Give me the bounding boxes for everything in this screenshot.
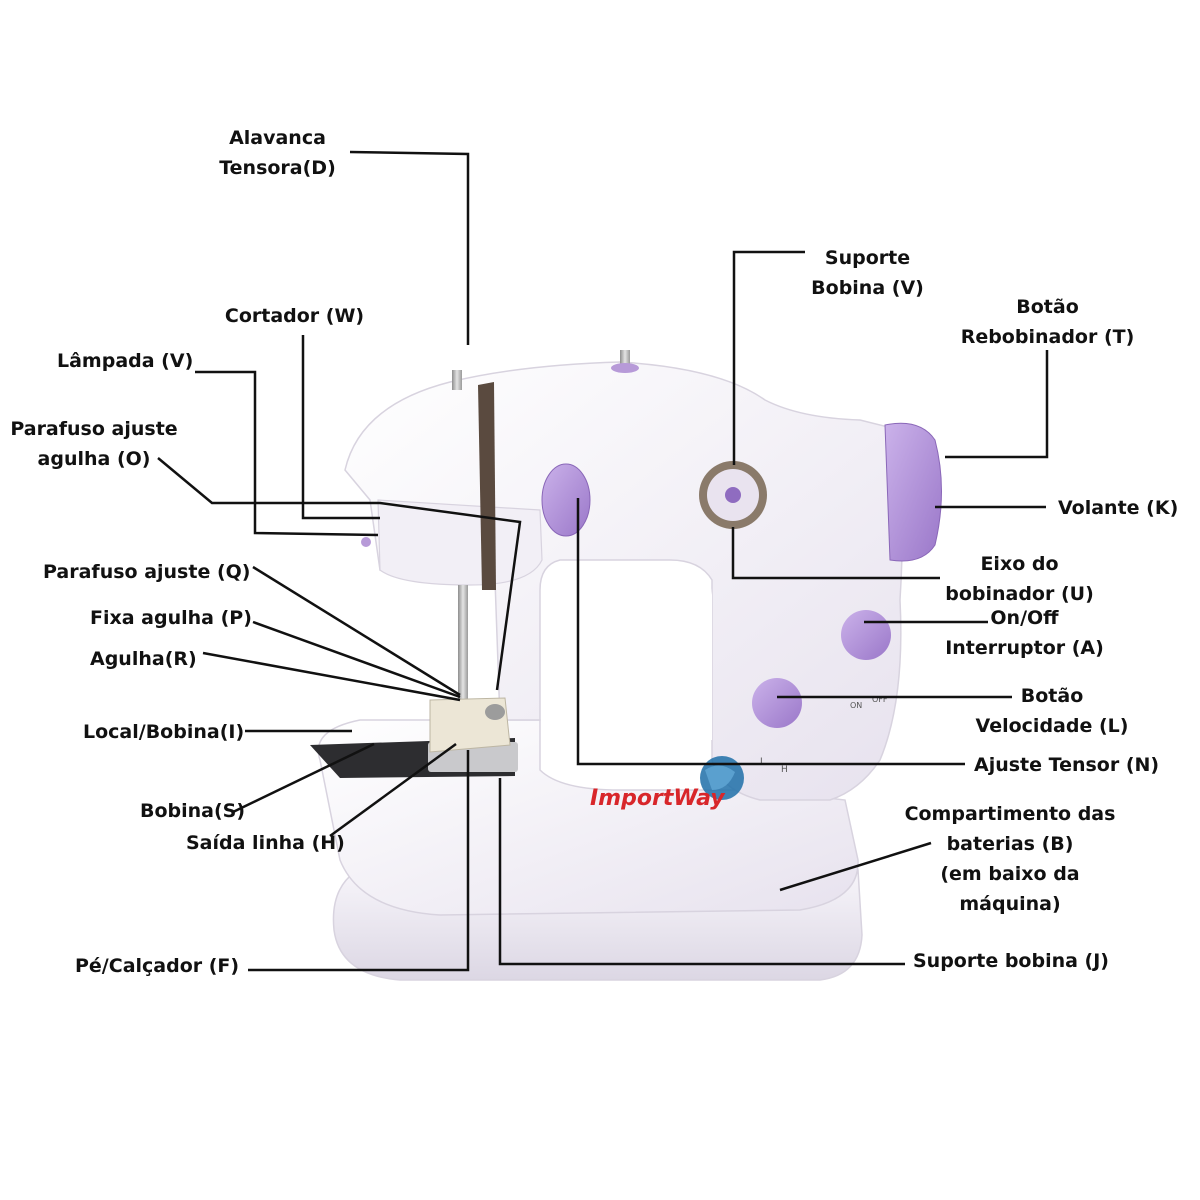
switch-mark-off: OFF [872,695,888,704]
callout-lines [157,150,1049,972]
lamp-marker [361,537,371,547]
label-local-bobina-line1: Local/Bobina(I) [83,721,245,743]
label-fixa-agulha-line1: Fixa agulha (P) [90,607,252,629]
label-bobina-s-line1: Bobina(S) [140,800,246,822]
line-bobina-s [232,742,375,814]
label-parafuso-ajuste-agulha: Parafuso ajuste agulha (O) [4,414,184,474]
line-botao-rebobinador [945,350,1049,459]
label-botao-rebobinador: Botão Rebobinador (T) [955,292,1140,352]
label-compartimento-baterias: Compartimento das baterias (B) (em baixo… [900,799,1120,919]
label-agulha-line1: Agulha(R) [90,648,197,670]
label-botao-velocidade-line2: Velocidade (L) [975,715,1129,737]
label-compartimento-line1: Compartimento das [904,803,1116,825]
label-pe-calcador-line1: Pé/Calçador (F) [75,955,240,977]
label-onoff-interruptor: On/Off Interruptor (A) [942,603,1107,663]
label-suporte-bobina-v: Suporte Bobina (V) [800,243,935,303]
tension-lever [478,382,496,590]
tension-pin [452,370,462,390]
label-lampada-line1: Lâmpada (V) [57,350,194,372]
label-eixo-bobinador-line2: bobinador (U) [945,583,1094,605]
label-eixo-bobinador-line1: Eixo do [980,553,1059,575]
line-alavanca [349,150,470,345]
machine-head-front [377,499,543,586]
label-volante-line1: Volante (K) [1058,497,1179,519]
line-eixo-bobinador [731,527,940,580]
label-eixo-bobinador: Eixo do bobinador (U) [942,549,1097,609]
label-parafuso-ajuste-q: Parafuso ajuste (Q) [43,557,250,587]
label-botao-rebobinador-line2: Rebobinador (T) [960,326,1135,348]
label-botao-velocidade: Botão Velocidade (L) [972,681,1132,741]
label-cortador-line1: Cortador (W) [224,305,365,327]
brand-logo-text: ImportWay [590,786,726,811]
label-suporte-bobina-j-line1: Suporte bobina (J) [913,950,1109,972]
label-ajuste-tensor: Ajuste Tensor (N) [974,750,1159,780]
label-parafuso-agulha-line1: Parafuso ajuste [10,418,178,440]
label-alavanca-line2: Tensora(D) [219,157,336,179]
brand-globe-land [705,765,735,790]
label-alavanca-tensora: Alavanca Tensora(D) [215,123,340,183]
switch-mark-high: H [781,765,788,775]
label-suporte-bobina-j: Suporte bobina (J) [913,946,1109,976]
line-suporte-bobina-v [732,250,805,465]
line-parafuso-agulha [157,457,522,691]
label-alavanca-line1: Alavanca [229,127,326,149]
line-lampada [195,370,379,537]
line-ajuste-tensor [576,498,965,766]
label-agulha: Agulha(R) [90,644,197,674]
label-suporte-bobina-v-line2: Bobina (V) [811,277,924,299]
label-local-bobina: Local/Bobina(I) [83,717,244,747]
label-botao-velocidade-line1: Botão [1020,685,1084,707]
bobbin-winder-hub [725,487,741,503]
label-botao-rebobinador-line1: Botão [1016,296,1079,318]
needle-bar [458,585,468,705]
spool-pin-top [620,350,630,368]
label-parafuso-q-line1: Parafuso ajuste (Q) [43,561,251,583]
label-compartimento-line2: baterias (B) [946,833,1074,855]
label-saida-linha: Saída linha (H) [186,828,345,858]
line-fixa-agulha [252,620,461,699]
label-volante: Volante (K) [1058,493,1178,523]
line-cortador [301,335,380,520]
label-suporte-bobina-v-line1: Suporte [824,247,911,269]
speed-button [752,678,802,728]
label-parafuso-agulha-line2: agulha (O) [37,448,151,470]
onoff-button [841,610,891,660]
label-ajuste-tensor-line1: Ajuste Tensor (N) [974,754,1160,776]
label-bobina-s: Bobina(S) [140,796,245,826]
label-saida-linha-line1: Saída linha (H) [186,832,345,854]
switch-mark-low: L [760,757,765,767]
line-parafuso-q [252,565,461,697]
tension-knob [541,463,591,537]
line-compartimento [779,841,932,892]
label-onoff-line1: On/Off [990,607,1059,629]
line-saida-linha [329,742,457,838]
switch-mark-on: ON [850,701,862,710]
spool-pin-base [611,363,639,373]
arm-window [545,565,712,740]
label-compartimento-line3: (em baixo da [940,863,1080,885]
line-suporte-bobina-j [498,778,905,966]
label-compartimento-line4: máquina) [959,893,1061,915]
label-cortador: Cortador (W) [222,301,367,331]
label-onoff-line2: Interruptor (A) [945,637,1104,659]
line-agulha [202,651,461,702]
label-fixa-agulha: Fixa agulha (P) [90,603,252,633]
handwheel [884,422,942,562]
label-pe-calcador: Pé/Calçador (F) [75,951,239,981]
thread-spool-foot [485,704,505,720]
label-lampada: Lâmpada (V) [57,346,193,376]
line-pe-calcador [248,750,470,972]
